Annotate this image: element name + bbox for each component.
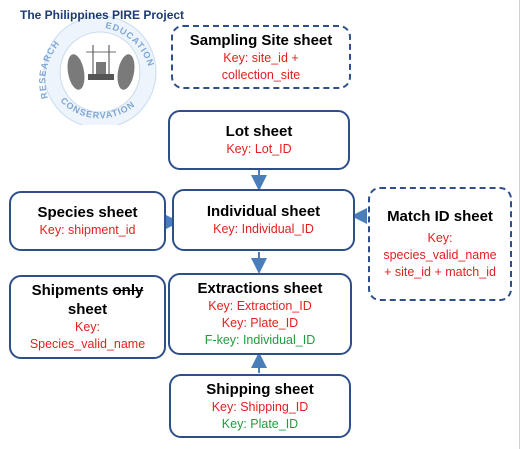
shipments-sheet-title-line1: Shipments only bbox=[32, 281, 144, 300]
match-id-key-line1: Key: bbox=[427, 231, 453, 245]
shipping-sheet-title: Shipping sheet bbox=[206, 380, 314, 398]
extractions-key-plate-id: Key: Plate_ID bbox=[221, 316, 299, 330]
ship-icon bbox=[86, 45, 116, 80]
shipments-title-word: Shipments bbox=[31, 282, 109, 299]
logo-emblem: RESEARCH EDUCATION CONSERVATION bbox=[37, 15, 157, 129]
sampling-site-key-line1: Key: site_id + bbox=[223, 50, 299, 65]
fish-left-icon bbox=[67, 54, 85, 90]
extractions-key-extraction-id: Key: Extraction_ID bbox=[208, 299, 312, 313]
species-sheet-title: Species sheet bbox=[37, 204, 138, 221]
logo-title: The Philippines PIRE Project bbox=[20, 8, 185, 22]
fish-right-icon bbox=[117, 54, 135, 90]
shipments-sheet-box: Shipments only sheet Key: Species_valid_… bbox=[9, 275, 166, 359]
match-id-sheet-title: Match ID sheet bbox=[387, 208, 493, 225]
species-sheet-box: Species sheet Key: shipment_id bbox=[9, 191, 166, 251]
shipments-key-line2: Species_valid_name bbox=[29, 337, 146, 351]
shipments-key-line1: Key: bbox=[74, 320, 100, 334]
match-id-key-line2: species_valid_name bbox=[383, 248, 497, 262]
match-id-key-line3: + site_id + match_id bbox=[384, 265, 496, 279]
shipping-key-shipping-id: Key: Shipping_ID bbox=[211, 399, 309, 414]
shipping-sheet-box: Shipping sheet Key: Shipping_ID Key: Pla… bbox=[169, 374, 351, 438]
shipments-title-struck-word: only bbox=[112, 282, 144, 299]
species-sheet-key: Key: shipment_id bbox=[39, 223, 136, 237]
sampling-site-sheet-title: Sampling Site sheet bbox=[189, 31, 333, 49]
extractions-sheet-box: Extractions sheet Key: Extraction_ID Key… bbox=[168, 273, 352, 355]
page-edge bbox=[519, 0, 520, 449]
extractions-fkey-individual-id: F-key: Individual_ID bbox=[204, 333, 316, 347]
individual-sheet-title: Individual sheet bbox=[206, 203, 321, 220]
lot-sheet-box: Lot sheet Key: Lot_ID bbox=[168, 110, 350, 170]
shipping-key-plate-id: Key: Plate_ID bbox=[221, 416, 299, 431]
pire-logo: RESEARCH EDUCATION CONSERVATION The Phil… bbox=[0, 0, 184, 129]
sampling-site-key-line2: collection_site bbox=[221, 67, 301, 82]
match-id-sheet-box: Match ID sheet Key: species_valid_name +… bbox=[368, 187, 512, 301]
individual-sheet-key: Key: Individual_ID bbox=[213, 222, 314, 236]
sampling-site-sheet-box: Sampling Site sheet Key: site_id + colle… bbox=[171, 25, 351, 89]
lot-sheet-title: Lot sheet bbox=[225, 123, 293, 140]
lot-sheet-key: Key: Lot_ID bbox=[226, 142, 292, 156]
individual-sheet-box: Individual sheet Key: Individual_ID bbox=[172, 189, 355, 251]
extractions-sheet-title: Extractions sheet bbox=[197, 280, 323, 297]
shipments-sheet-title-line2: sheet bbox=[67, 301, 108, 318]
